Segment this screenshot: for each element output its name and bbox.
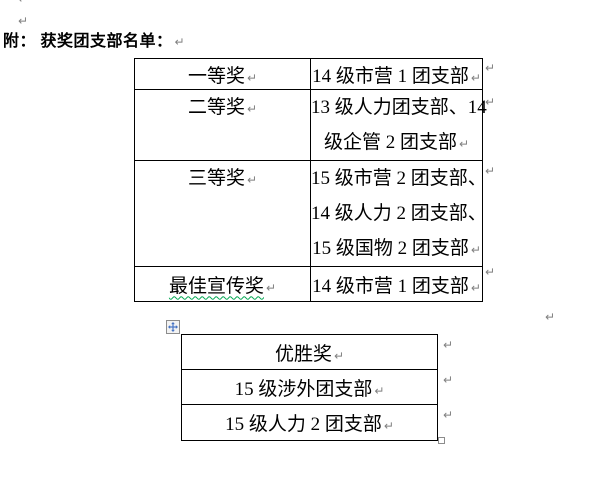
cell-end-mark: ↵ [383,419,394,433]
award-label: 三等奖 [187,168,245,189]
awards-table: 一等奖↵ 14 级市营 1 团支部↵ 二等奖↵ 13 级人力团支部、14 级企管… [134,58,487,302]
award-cell[interactable]: 二等奖↵ [134,89,311,161]
award-label: 一等奖 [187,65,245,87]
winner-line: 14 级市营 1 团支部 [312,65,469,87]
cell-end-mark: ↵ [265,280,277,295]
winner-line: 14 级人力 2 团支部、 [311,203,487,224]
table-move-handle[interactable] [166,320,180,334]
cell-end-mark: ↵ [470,70,481,85]
winner-line: 14 级市营 1 团支部 [312,275,469,297]
winner-line: 15 级人力 2 团支部 [225,414,382,435]
winner-cell[interactable]: 优胜奖↵ [181,334,438,370]
row-end-mark: ↵ [443,373,454,387]
cell-end-mark: ↵ [458,137,470,151]
paragraph-mark: ↵ [18,0,28,5]
winner-cell[interactable]: 14 级市营 1 团支部↵ [310,58,483,90]
winners-table: 优胜奖↵ 15 级涉外团支部↵ 15 级人力 2 团支部↵ [181,334,438,441]
row-end-mark: ↵ [485,95,496,109]
winner-line: 级企管 2 团支部 [323,132,457,153]
table-row: 最佳宣传奖↵ 14 级市营 1 团支部↵ [134,266,483,302]
row-end-mark: ↵ [443,338,454,352]
paragraph-mark: ↵ [18,14,29,28]
cell-end-mark: ↵ [246,102,258,116]
table-row: 15 级涉外团支部↵ [181,369,438,405]
winner-line: 13 级人力团支部、14 [311,97,487,118]
table-row: 15 级人力 2 团支部↵ [181,404,438,441]
winner-line: 15 级涉外团支部 [234,378,373,400]
winner-cell[interactable]: 15 级人力 2 团支部↵ [181,404,438,441]
table-row: 二等奖↵ 13 级人力团支部、14 级企管 2 团支部↵ [134,89,487,161]
row-end-mark: ↵ [485,61,496,75]
attachment-heading: 附： 获奖团支部名单：↵ [3,27,185,51]
table-resize-handle[interactable] [438,437,445,444]
move-icon [168,322,178,332]
row-end-mark: ↵ [443,408,454,422]
winner-cell[interactable]: 15 级市营 2 团支部、 14 级人力 2 团支部、 15 级国物 2 团支部… [310,160,487,267]
table-row: 三等奖↵ 15 级市营 2 团支部、 14 级人力 2 团支部、 15 级国物 … [134,160,487,267]
paragraph-mark: ↵ [174,35,186,49]
award-label: 二等奖 [187,97,245,118]
award-cell[interactable]: 最佳宣传奖↵ [134,266,311,302]
winner-line: 优胜奖 [274,343,332,365]
cell-end-mark: ↵ [333,348,345,363]
winner-line: 15 级国物 2 团支部 [312,238,469,259]
winner-line: 15 级市营 2 团支部、 [311,168,487,189]
cell-end-mark: ↵ [246,70,258,85]
cell-end-mark: ↵ [246,173,258,187]
cell-end-mark: ↵ [470,280,481,295]
paragraph-mark: ↵ [545,310,556,324]
award-cell[interactable]: 一等奖↵ [134,58,311,90]
award-cell[interactable]: 三等奖↵ [134,160,311,267]
award-label: 最佳宣传奖 [168,275,264,297]
winner-cell[interactable]: 13 级人力团支部、14 级企管 2 团支部↵ [310,89,487,161]
cell-end-mark: ↵ [470,243,481,257]
row-end-mark: ↵ [485,164,496,178]
winner-cell[interactable]: 15 级涉外团支部↵ [181,369,438,405]
table-row: 优胜奖↵ [181,334,438,370]
attachment-heading-text: 附： 获奖团支部名单： [3,33,173,50]
row-end-mark: ↵ [485,265,496,279]
table-row: 一等奖↵ 14 级市营 1 团支部↵ [134,58,483,90]
cell-end-mark: ↵ [374,383,385,398]
winner-cell[interactable]: 14 级市营 1 团支部↵ [310,266,483,302]
